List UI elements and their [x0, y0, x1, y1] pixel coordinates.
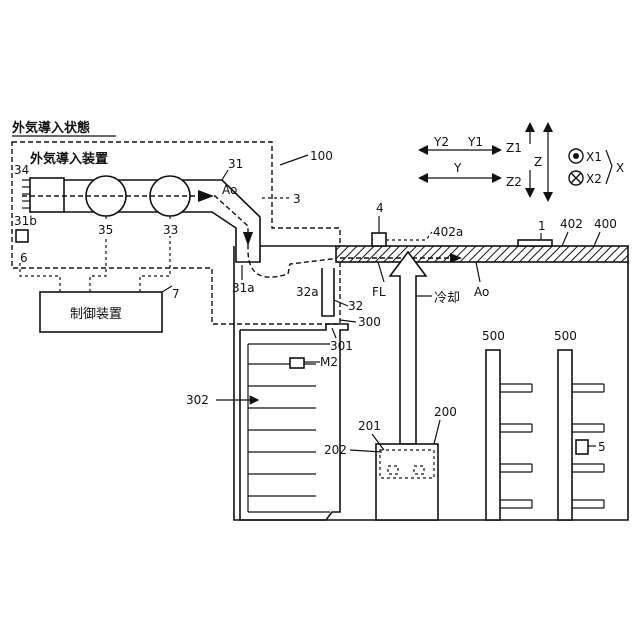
- ref-m2: M2: [320, 355, 338, 369]
- ref-3: 3: [293, 192, 301, 206]
- inlet-34: [30, 178, 64, 212]
- ref-200: 200: [434, 405, 457, 419]
- rack-500-b: [558, 350, 572, 520]
- duct-32: [322, 268, 334, 316]
- ref-4: 4: [376, 201, 384, 215]
- ref-7: 7: [172, 287, 180, 301]
- ref-31: 31: [228, 157, 243, 171]
- axis-z2: Z2: [506, 175, 522, 189]
- ref-202: 202: [324, 443, 347, 457]
- ref-6: 6: [20, 251, 28, 265]
- axis-y: Y: [453, 161, 462, 175]
- sensor-5: [576, 440, 588, 454]
- ref-1: 1: [538, 219, 546, 233]
- device-title: 外気導入装置: [29, 151, 108, 167]
- controller-label: 制御装置: [70, 307, 122, 322]
- control-line-3: [90, 236, 106, 292]
- rack-300: [240, 324, 348, 520]
- ref-32a: 32a: [296, 285, 319, 299]
- ref-32: 32: [348, 299, 363, 313]
- axis-x: X: [616, 161, 624, 175]
- cooling-label: 冷却: [434, 291, 460, 306]
- floor-panel-402: [336, 246, 628, 262]
- ref-500a: 500: [482, 329, 505, 343]
- ref-201: 201: [358, 419, 381, 433]
- ref-100: 100: [310, 149, 333, 163]
- rack-500-a: [486, 350, 500, 520]
- leader-402a: [386, 232, 432, 240]
- axis-x-brace: [606, 150, 612, 184]
- device-1: [518, 240, 552, 246]
- cooling-arrow: [390, 252, 426, 444]
- ref-ao-floor: Ao: [474, 285, 489, 299]
- state-title: 外気導入状態: [11, 120, 90, 136]
- sensor-4: [372, 233, 386, 246]
- airflow-arrow-down: [243, 232, 253, 246]
- leader-31: [222, 170, 228, 180]
- ref-ao-duct: Ao: [222, 183, 237, 197]
- airflow-arrow-head: [198, 190, 214, 202]
- ref-34: 34: [14, 163, 29, 177]
- ref-400: 400: [594, 217, 617, 231]
- axis-x1: X1: [586, 150, 602, 164]
- ref-300: 300: [358, 315, 381, 329]
- ref-31b: 31b: [14, 214, 37, 228]
- ref-402a: 402a: [433, 225, 463, 239]
- axis-z1: Z1: [506, 141, 522, 155]
- axis-y1: Y1: [467, 135, 483, 149]
- control-line-2: [140, 236, 170, 292]
- axis-x2: X2: [586, 172, 602, 186]
- ref-fl: FL: [372, 285, 386, 299]
- axis-z: Z: [534, 155, 542, 169]
- air-conditioner-200: [376, 444, 438, 520]
- ref-33: 33: [163, 223, 178, 237]
- axis-y2: Y2: [433, 135, 449, 149]
- sensor-6: [16, 230, 28, 242]
- ref-301: 301: [330, 339, 353, 353]
- ref-302: 302: [186, 393, 209, 407]
- leader-100: [280, 155, 308, 165]
- ref-500b: 500: [554, 329, 577, 343]
- sensor-m2: [290, 358, 304, 368]
- control-line-1: [20, 262, 60, 292]
- ref-5: 5: [598, 440, 606, 454]
- ref-402: 402: [560, 217, 583, 231]
- ref-31a: 31a: [232, 281, 255, 295]
- ref-35: 35: [98, 223, 113, 237]
